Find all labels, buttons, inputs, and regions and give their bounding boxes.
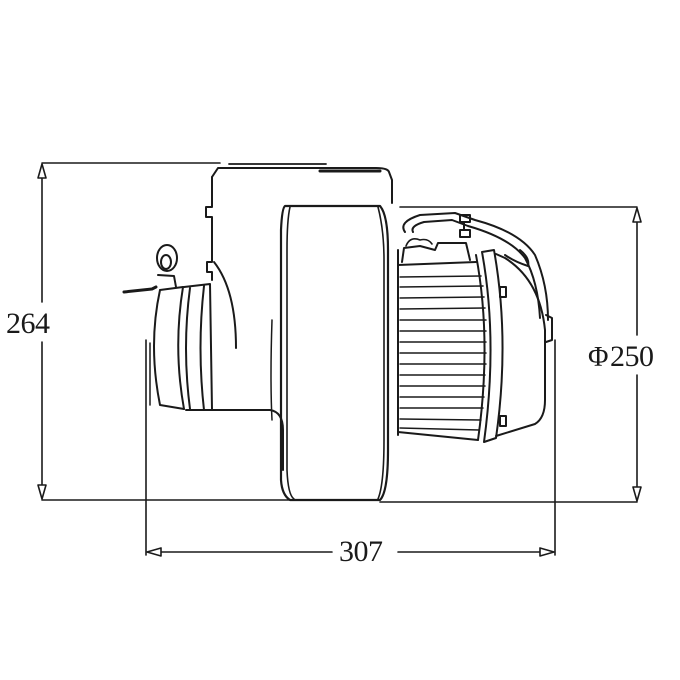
motor-body [397,238,504,443]
dimension-width-label: 307 [336,537,386,567]
dimension-diameter [379,206,642,503]
dimension-width [145,339,556,557]
impeller-drum [279,204,390,502]
inlet-clamp [122,244,178,294]
height-value: 264 [6,307,50,340]
dimension-diameter-label: Φ250 [588,340,654,374]
cable-loop [402,212,549,321]
width-value: 307 [339,535,383,568]
dimension-height-label: 264 [6,307,50,341]
inlet-flange [149,283,213,411]
diameter-symbol: Φ [588,342,608,373]
dimension-height [37,162,291,501]
diameter-value: 250 [609,340,654,373]
blower-housing [205,163,393,471]
motor-end-cap [495,253,553,437]
